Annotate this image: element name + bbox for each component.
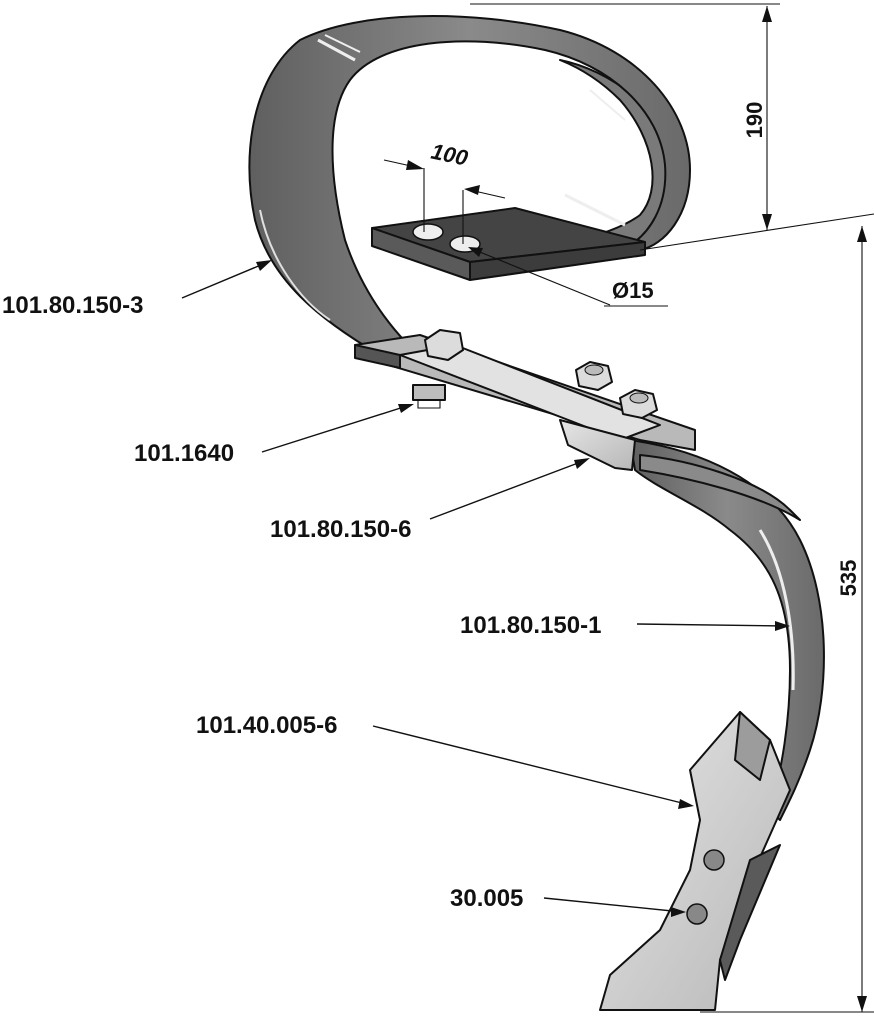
part-label-point-bolts: 30.005 <box>450 885 523 912</box>
mounting-hole-1 <box>412 223 444 241</box>
bolt-1 <box>412 329 464 409</box>
callout-spring-clamp: 101.80.150-3 <box>2 260 272 319</box>
part-label-spring-clamp: 101.80.150-3 <box>2 292 143 319</box>
bolt-set <box>412 329 658 419</box>
dimension-535: 535 <box>700 226 874 1013</box>
point-bolt-1 <box>703 849 725 871</box>
callout-point: 101.40.005-6 <box>196 712 694 809</box>
callout-bolt-set: 101.1640 <box>134 404 414 467</box>
dim-535-label: 535 <box>836 560 861 597</box>
callout-spring-tine: 101.80.150-1 <box>460 612 790 639</box>
part-label-bolt-set: 101.1640 <box>134 440 234 467</box>
spring-tine-body <box>629 439 825 821</box>
dim-190-label: 190 <box>742 102 767 139</box>
mounting-plate <box>371 207 646 281</box>
point-bolt-2 <box>686 903 708 925</box>
bolt-2 <box>575 361 613 391</box>
callout-point-bolts: 30.005 <box>450 885 686 917</box>
dim-diameter-label: Ø15 <box>612 278 654 303</box>
part-label-clamp-plate: 101.80.150-6 <box>270 516 411 543</box>
dimension-190: 190 <box>470 3 874 251</box>
callout-clamp-plate: 101.80.150-6 <box>270 458 590 543</box>
clamp-plate-lower <box>559 419 636 471</box>
part-label-point: 101.40.005-6 <box>196 712 337 739</box>
tine-point <box>599 711 791 1011</box>
dimension-diameter: Ø15 <box>468 247 668 307</box>
dim-100-label: 100 <box>429 139 471 171</box>
bolt-3 <box>619 389 658 419</box>
clamp-bar <box>354 334 696 451</box>
part-label-spring-tine: 101.80.150-1 <box>460 612 601 639</box>
